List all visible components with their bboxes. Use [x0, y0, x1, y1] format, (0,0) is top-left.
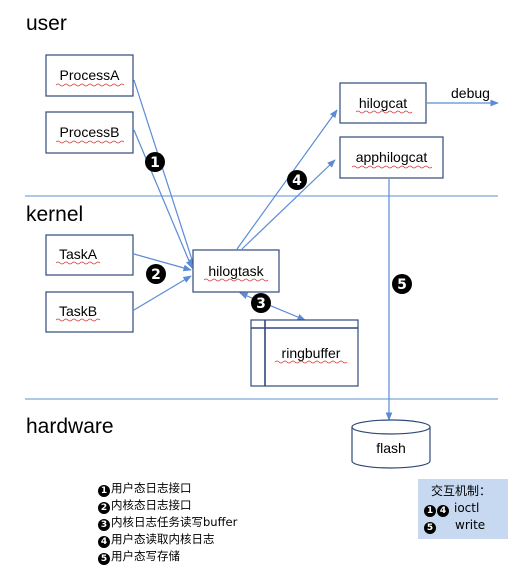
debug-label: debug	[451, 85, 490, 101]
taska-label: TaskA	[59, 246, 98, 262]
hilogcat-label: hilogcat	[359, 95, 407, 111]
processa-label: ProcessA	[60, 67, 121, 83]
flash-body	[351, 427, 431, 469]
edge-processb-hilogtask	[133, 129, 193, 269]
flash-storage: flash	[351, 419, 431, 469]
badge-1: 1	[145, 152, 165, 172]
taska-box	[45, 234, 134, 276]
badge-1-number: 1	[150, 155, 160, 171]
interaction-bullet: 1	[424, 505, 436, 517]
legend-text: 用户态日志接口	[111, 481, 192, 495]
processb-label: ProcessB	[60, 124, 120, 140]
legend-text: 用户态读取内核日志	[111, 532, 215, 546]
interaction-write-label: write	[455, 518, 486, 532]
legend-text: 内核日志任务读写buffer	[111, 515, 238, 529]
taskb-label: TaskB	[59, 303, 97, 319]
edge-taskb-hilogtask	[133, 275, 192, 311]
badge-5: 5	[392, 274, 412, 294]
ringbuffer-spell-underline	[274, 360, 348, 364]
processb-spell-underline	[55, 140, 125, 144]
badge-3: 3	[251, 293, 271, 313]
ringbuffer-box	[250, 319, 359, 387]
edge-hilogtask-ringbuffer	[239, 292, 306, 321]
interaction-title: 交互机制：	[430, 484, 491, 498]
legend-text: 用户态写存储	[111, 549, 180, 563]
legend-text: 内核态日志接口	[111, 498, 192, 512]
hilogtask-spell-underline	[203, 278, 269, 282]
interaction-bullet: 5	[424, 522, 436, 534]
flash-label: flash	[376, 440, 406, 456]
edge-hilogtask-hilogcat	[236, 109, 338, 250]
taskb-spell-underline	[55, 318, 101, 322]
processa-box	[45, 54, 134, 97]
flash-top	[351, 419, 431, 435]
legend-bullet: 3	[98, 519, 110, 531]
legend-bullet: 1	[98, 485, 110, 497]
edge-processa-hilogtask	[133, 79, 195, 267]
processa-spell-underline	[55, 83, 125, 87]
badge-2-number: 2	[151, 267, 161, 283]
interaction-ioctl-label: ioctl	[454, 501, 480, 515]
ringbuffer-label: ringbuffer	[282, 345, 341, 361]
badge-4: 4	[287, 170, 307, 190]
edge-hilogtask-apphilogcat	[241, 159, 336, 250]
badge-5-number: 5	[397, 277, 407, 293]
taskb-box	[45, 291, 134, 333]
hilogcat-spell-underline	[355, 110, 413, 114]
hilogtask-box	[192, 249, 280, 293]
zone-hardware-label: hardware	[26, 415, 114, 438]
badge-4-number: 4	[292, 173, 302, 189]
hilogtask-label: hilogtask	[208, 263, 264, 279]
taska-spell-underline	[55, 261, 101, 265]
apphilogcat-box	[339, 136, 444, 179]
zone-kernel-label: kernel	[26, 203, 83, 226]
legend-bullet: 5	[98, 553, 110, 565]
legend-bullet: 4	[98, 536, 110, 548]
badge-3-number: 3	[256, 296, 266, 312]
processb-box	[45, 111, 134, 154]
apphilogcat-spell-underline	[351, 165, 433, 169]
apphilogcat-label: apphilogcat	[356, 149, 428, 165]
edge-taska-hilogtask	[133, 253, 192, 272]
interaction-bullet: 4	[437, 505, 449, 517]
zone-user-label: user	[26, 12, 67, 35]
badge-2: 2	[146, 264, 166, 284]
interaction-row-write: 5 write	[424, 517, 502, 534]
legend-bullet: 2	[98, 502, 110, 514]
hilogcat-box	[339, 82, 427, 124]
